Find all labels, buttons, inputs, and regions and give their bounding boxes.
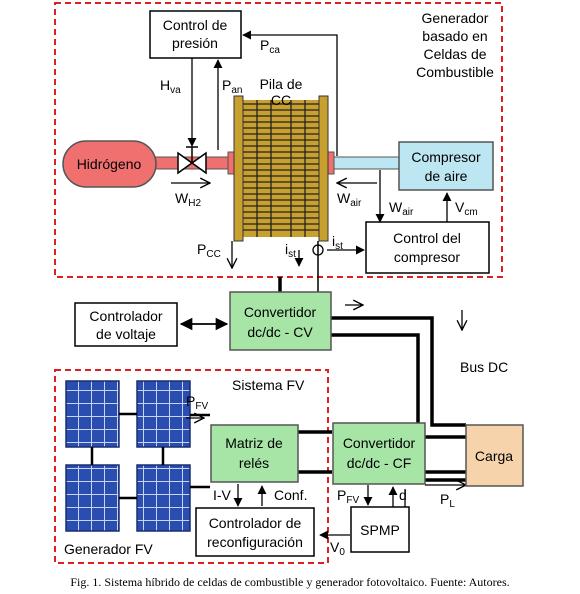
region-title-3: Celdas de bbox=[423, 46, 486, 62]
compressor-control-label-1: Control del bbox=[393, 230, 461, 246]
p-cc-label: PCC bbox=[197, 241, 221, 260]
pv-panel-icon bbox=[136, 380, 191, 448]
d-label: d bbox=[399, 487, 407, 503]
voltage-controller-label-2: de voltaje bbox=[96, 326, 156, 342]
hydrogen-label: Hidrógeno bbox=[77, 156, 142, 172]
fc-stack-label-1: Pila de bbox=[260, 76, 303, 92]
p-ca-label: Pca bbox=[260, 37, 280, 56]
mppt-box bbox=[350, 506, 410, 553]
signal-lines-top bbox=[187, 30, 338, 156]
converter-cf-label-2: dc/dc - CF bbox=[347, 455, 412, 471]
p-fv2-label: PFV bbox=[337, 487, 359, 506]
pv-panel-icon bbox=[65, 464, 120, 532]
p-fv-label: PFV bbox=[186, 393, 208, 412]
reconfig-controller-box bbox=[195, 507, 315, 557]
load-label: Carga bbox=[475, 448, 513, 464]
figure-caption: Fig. 1. Sistema híbrido de celdas de com… bbox=[70, 575, 509, 589]
v-cm-label: Vcm bbox=[455, 199, 478, 218]
air-compressor-box bbox=[398, 141, 494, 191]
converter-cf-label-1: Convertidor bbox=[343, 435, 416, 451]
air-pipe bbox=[333, 156, 402, 170]
hydrogen-tank bbox=[62, 140, 157, 188]
region-title-2: basado en bbox=[422, 28, 487, 44]
w-h2-label: WH2 bbox=[175, 190, 201, 209]
pressure-control-label-2: presión bbox=[172, 35, 218, 51]
i-st-label-b: ist bbox=[332, 233, 343, 252]
w-air-in-label: Wair bbox=[337, 190, 362, 209]
compressor-signals bbox=[327, 170, 452, 255]
h-va-label: Hva bbox=[160, 77, 181, 96]
reconfig-signals bbox=[233, 484, 267, 507]
pv-generator-label: Generador FV bbox=[64, 541, 153, 557]
fuel-cell-stack bbox=[233, 95, 329, 242]
voltage-controller-label-1: Controlador bbox=[89, 308, 162, 324]
fc-stack-label-2: CC bbox=[271, 92, 291, 108]
compressor-label-1: Compresor bbox=[411, 149, 481, 165]
i-v-label: I-V bbox=[213, 487, 232, 503]
converter-cf-box bbox=[332, 422, 426, 485]
voltage-controller-box bbox=[74, 302, 178, 347]
load-box bbox=[465, 424, 524, 487]
pv-system-region bbox=[54, 369, 329, 564]
p-l-label: PL bbox=[440, 491, 455, 510]
compressor-control-box bbox=[365, 221, 490, 274]
reconfig-label-1: Controlador de bbox=[209, 515, 302, 531]
p-an-label: Pan bbox=[222, 77, 242, 96]
valve-icon bbox=[177, 146, 207, 175]
bus-dc-label: Bus DC bbox=[460, 359, 508, 375]
region-title-1: Generador bbox=[422, 10, 489, 26]
pv-panels bbox=[65, 380, 210, 532]
pv-panel-icon bbox=[65, 380, 120, 448]
pressure-control-box bbox=[149, 10, 242, 59]
reconfig-label-2: reconfiguración bbox=[207, 534, 303, 550]
pv-panel-icon bbox=[136, 464, 191, 532]
relay-matrix-box bbox=[210, 424, 299, 483]
converter-cv-box bbox=[229, 291, 332, 351]
relay-matrix-label-2: relés bbox=[239, 455, 269, 471]
relay-matrix-label-1: Matriz de bbox=[225, 435, 283, 451]
converter-cv-label-2: dc/dc - CV bbox=[247, 324, 313, 340]
converter-cv-label-1: Convertidor bbox=[244, 304, 317, 320]
mppt-label: SPMP bbox=[360, 522, 400, 538]
i-st-label-a: ist bbox=[285, 241, 296, 260]
compressor-control-label-2: compresor bbox=[394, 249, 460, 265]
pressure-control-label-1: Control de bbox=[163, 17, 228, 33]
conf-label: Conf. bbox=[274, 487, 307, 503]
compressor-label-2: de aire bbox=[425, 168, 468, 184]
region-title-4: Combustible bbox=[416, 64, 494, 80]
w-air-out-label: Wair bbox=[389, 199, 414, 218]
power-lines bbox=[278, 277, 466, 482]
pv-system-label: Sistema FV bbox=[232, 377, 305, 393]
v-0-label: V0 bbox=[330, 539, 345, 558]
